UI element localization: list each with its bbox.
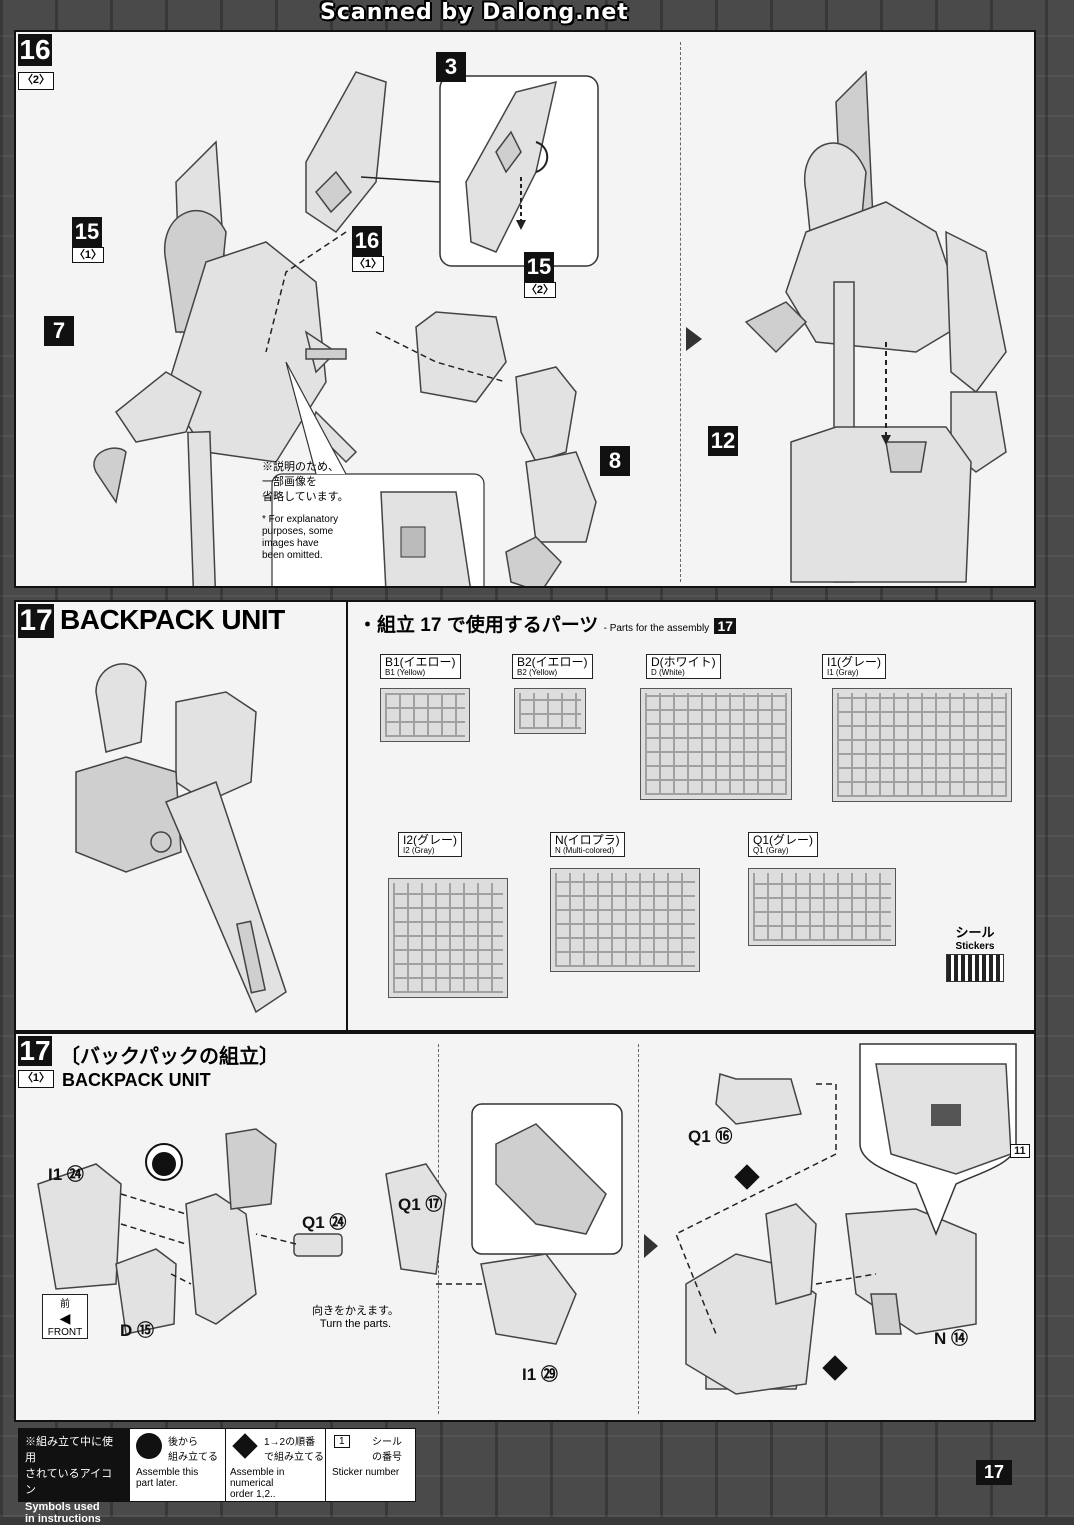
runner-d-sprue [640,688,792,800]
omitted-note-jp: ※説明のため、 一部画像を 省略しています。 [262,461,349,503]
legend-title-jp: ※組み立て中に使用 されているアイコン [25,1436,113,1496]
step-17-title: BACKPACK UNIT [60,604,285,635]
runner-n: N(イロプラ)N (Multi-colored) [550,832,700,972]
label-n14: N ⑭ [934,1329,968,1348]
runner-b2: B2(イエロー)B2 (Yellow) [512,654,593,734]
runner-n-sprue [550,868,700,972]
sticker-number-jp: シール の番号 [372,1437,402,1463]
legend-title: ※組み立て中に使用 されているアイコン Symbols used in inst… [19,1429,129,1525]
step-order-marker-1 [822,1355,848,1381]
step-17-header-panel: 17 BACKPACK UNIT ・組立 17 で使用するパーツ - Parts… [14,600,1036,1032]
part-label-15-2-sub: 〈2〉 [524,282,556,298]
step-17-1-title-jp: 〔バックパックの組立〕 [60,1046,279,1068]
part-label-12: 12 [708,426,738,456]
step-number-16: 16 [18,34,52,66]
step-16-illustration [93,70,1007,586]
torso-assembly-drawing [93,140,358,586]
stickers-item: シール Stickers [946,922,1004,982]
backpack-assembly-drawing [37,1043,1017,1395]
runner-i2-sprue [388,878,508,998]
runner-i1: I1(グレー)I1 (Gray) [822,654,1012,802]
part-label-16: 16 [352,226,382,256]
numerical-order-jp: 1→2の順番 で組み立てる [264,1437,324,1463]
front-label-en: FRONT [47,1327,83,1338]
sticker-number-11: 11 [1010,1144,1030,1158]
step-order-marker-2 [734,1164,760,1190]
part-label-15-2: 15 [524,252,554,282]
legend-sticker-number: 1 シール の番号 Sticker number [325,1429,416,1501]
part-label-7: 7 [44,316,74,346]
order-diamond-icon [232,1433,258,1459]
turn-parts-en: Turn the parts. [319,1318,392,1330]
page-number: 17 [975,1460,1012,1485]
label-i1-24: I1 ㉔ [48,1165,84,1184]
parts-used-en: - Parts for the assembly [603,623,710,634]
legend-numerical-order: 1→2の順番 で組み立てる Assemble in numerical orde… [225,1429,326,1501]
runner-i2-label: I2(グレー)I2 (Gray) [398,832,463,857]
assemble-later-en: Assemble this part later. [136,1467,199,1489]
stickers-label-jp: シール [955,925,995,940]
runner-b1-label: B1(イエロー)B1 (Yellow) [380,654,461,679]
runner-i1-label: I1(グレー)I1 (Gray) [822,654,887,679]
runner-b1: B1(イエロー)B1 (Yellow) [380,654,470,742]
runner-d-label: D(ホワイト)D (White) [646,654,721,679]
step-17-divider [346,602,348,1030]
label-d15: D ⑮ [120,1321,154,1340]
part-label-15: 15 [72,217,102,247]
runner-b2-label: B2(イエロー)B2 (Yellow) [512,654,593,679]
legend-assemble-later: 後から 組み立てる Assemble this part later. [129,1429,226,1501]
step-16-panel: 16 〈2〉 [14,30,1036,588]
sticker-number-en: Sticker number [332,1467,400,1478]
part-label-16-sub: 〈1〉 [352,256,384,272]
front-arrow-icon: ◀ [59,1310,71,1326]
step-17-1-panel: 17 〔バックパックの組立〕 〈1〉 BACKPACK UNIT [14,1032,1036,1422]
label-q1-24: Q1 ㉔ [302,1213,347,1232]
assemble-later-jp: 後から 組み立てる [168,1437,218,1463]
runner-i1-sprue [832,688,1012,802]
turn-parts-note: 向きをかえます。 Turn the parts. [312,1302,399,1330]
symbols-legend: ※組み立て中に使用 されているアイコン Symbols used in inst… [18,1428,416,1525]
step-17-1-number: 17 [18,1035,52,1066]
runner-q1-label: Q1(グレー)Q1 (Gray) [748,832,819,857]
parts-used-step-badge: 17 [714,618,737,634]
parts-used-heading: ・組立 17 で使用するパーツ - Parts for the assembly… [358,610,737,637]
step-17-1-substep: 〈1〉 [18,1070,54,1088]
legend-title-en: Symbols used in instructions [25,1501,101,1525]
runner-q1: Q1(グレー)Q1 (Gray) [748,832,896,946]
step-17-1-divider-2 [638,1044,639,1414]
backpack-preview-drawing [75,663,287,1014]
step-16-flow-arrow [686,327,702,351]
runner-b2-sprue [514,688,586,734]
scanner-watermark: Scanned by Dalong.net [320,0,629,25]
stickers-label-en: Stickers [955,941,995,952]
part-label-8: 8 [600,446,630,476]
part-label-15-sub: 〈1〉 [72,247,104,263]
omitted-note-en: * For explanatory purposes, some images … [262,514,339,561]
runner-i2: I2(グレー)I2 (Gray) [388,832,508,998]
runner-b1-sprue [380,688,470,742]
numerical-order-en: Assemble in numerical order 1,2.. [230,1467,285,1500]
assemble-later-icon [136,1433,162,1459]
step-number-17: 17 [18,604,54,638]
step-17-1-title-en: BACKPACK UNIT [62,1070,211,1090]
label-q1-16: Q1 ⑯ [688,1127,733,1146]
label-q1-17: Q1 ⑰ [398,1195,443,1214]
assembled-torso-drawing [744,70,1007,583]
label-i1-29: I1 ㉙ [522,1365,558,1384]
part-label-3: 3 [436,52,466,82]
sticker-number-icon: 1 [334,1435,350,1448]
sticker-sheet [946,954,1004,982]
runner-d: D(ホワイト)D (White) [640,654,792,800]
step-16-divider [680,42,681,582]
runner-n-label: N(イロプラ)N (Multi-colored) [550,832,625,857]
missile-pod-drawing [305,71,387,234]
step-16-substep: 〈2〉 [18,72,54,90]
parts-used-jp: ・組立 17 で使用するパーツ [358,615,599,636]
arm-8-drawing [505,366,597,586]
front-label-jp: 前 [60,1299,70,1310]
front-indicator: 前 ◀ FRONT [42,1294,88,1339]
runner-q1-sprue [748,868,896,946]
turn-parts-jp: 向きをかえます。 [312,1305,399,1317]
